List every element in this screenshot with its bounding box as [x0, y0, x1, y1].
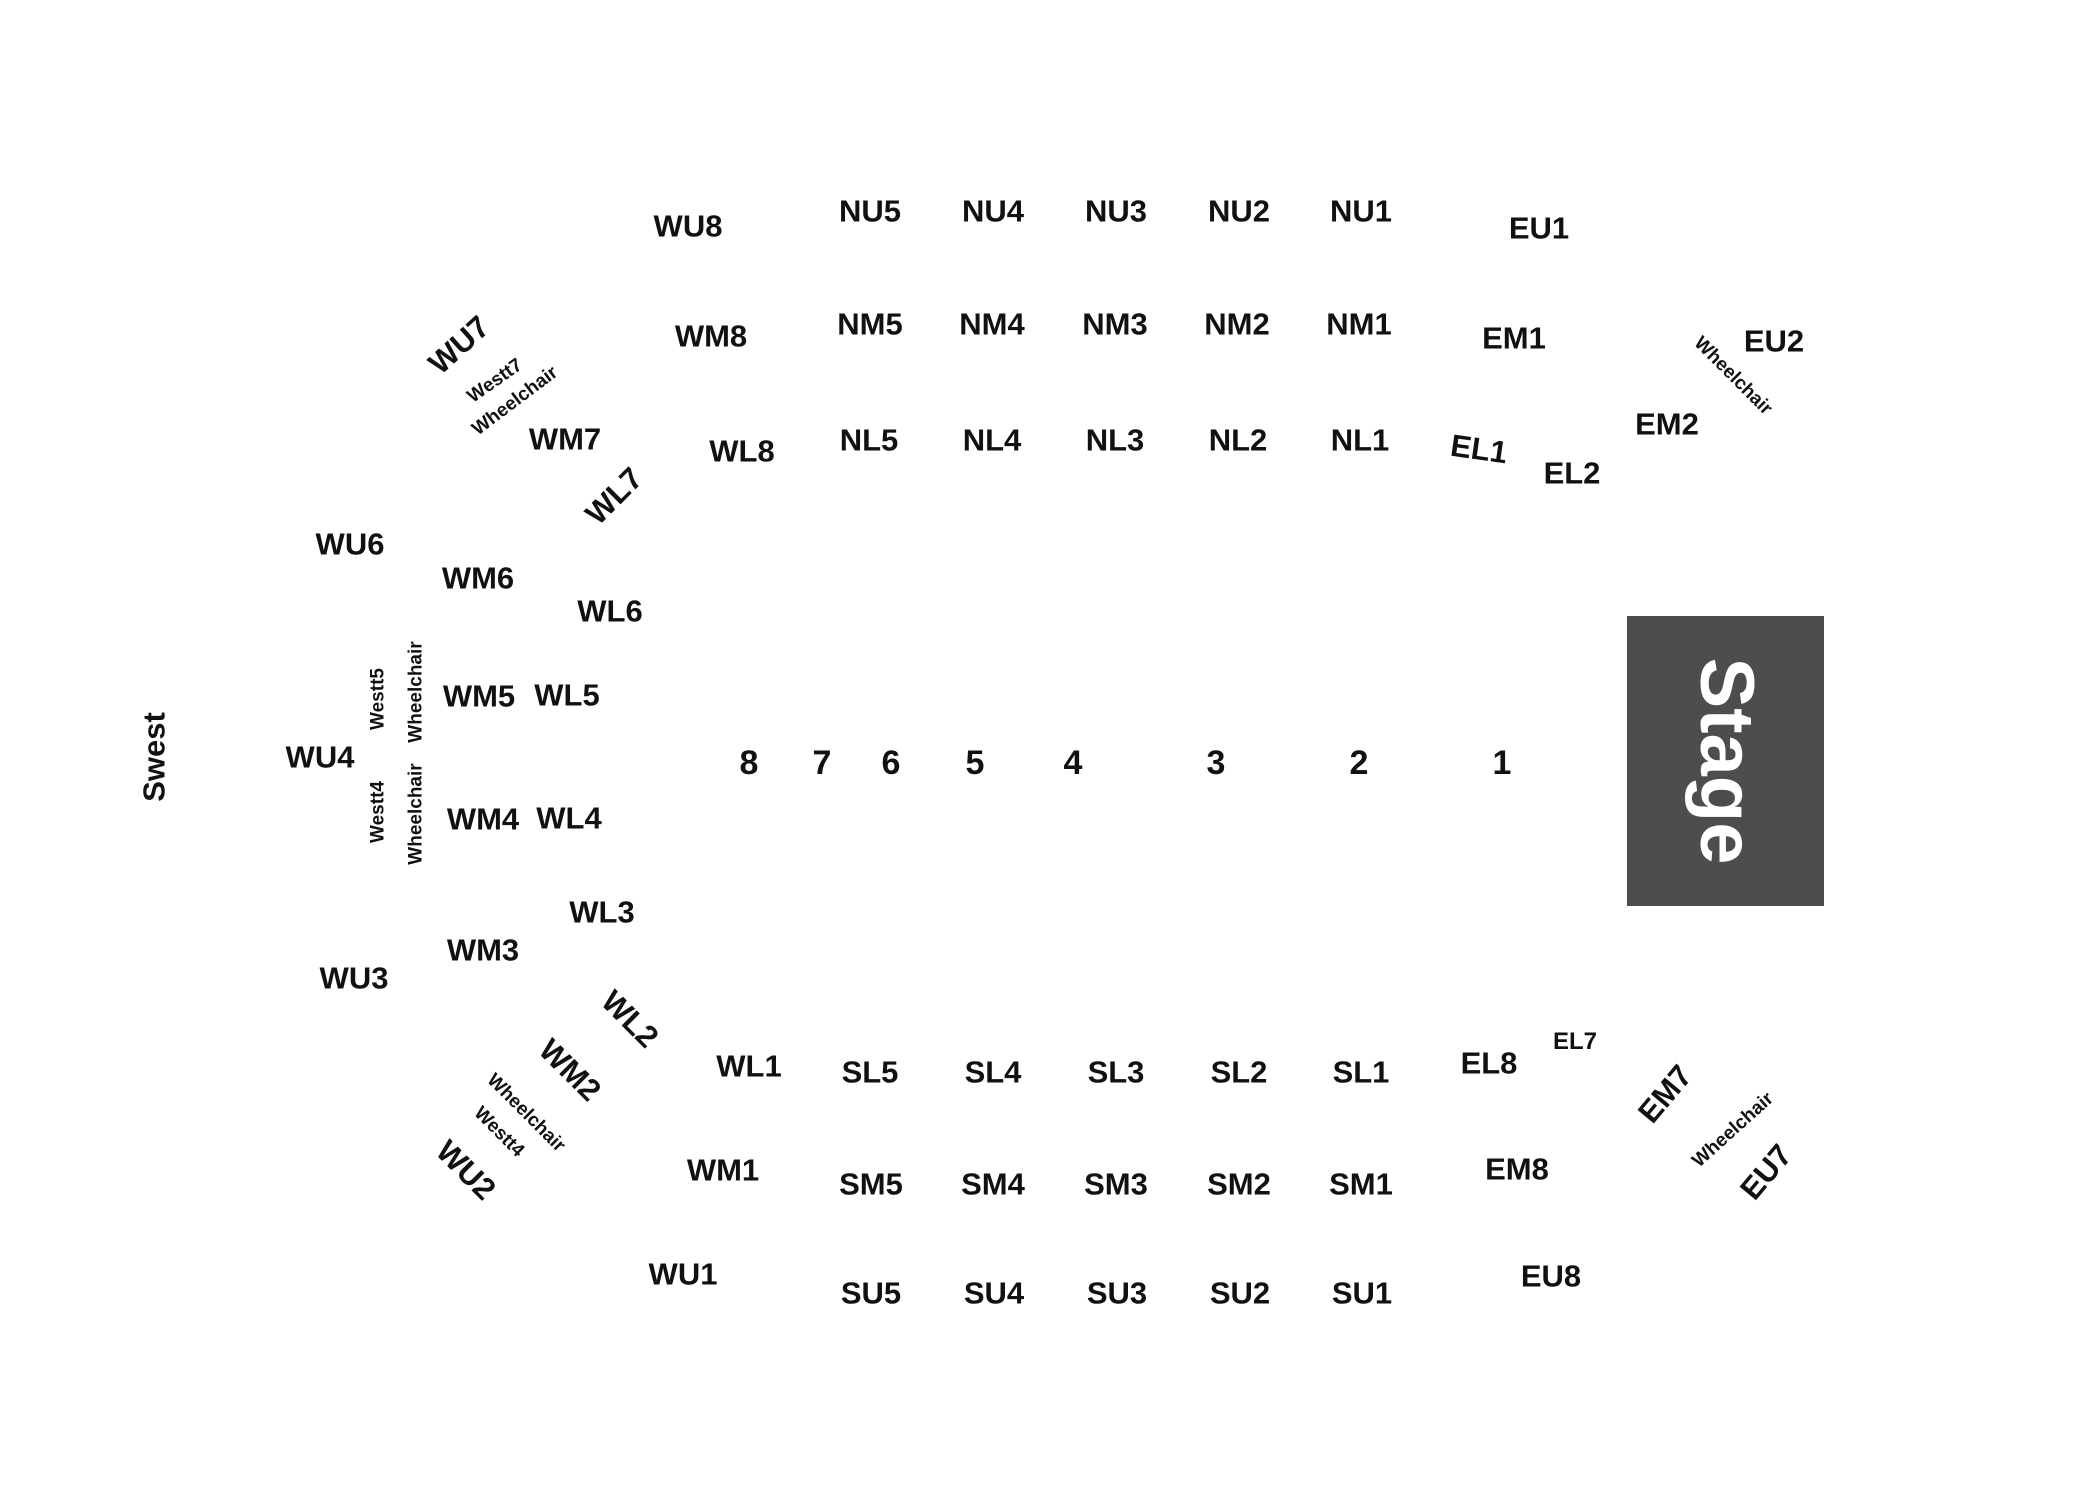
section-su2[interactable]: SU2: [1209, 1275, 1271, 1311]
section-nm4[interactable]: NM4: [959, 306, 1025, 342]
section-wu1[interactable]: WU1: [648, 1256, 718, 1292]
section-nm1[interactable]: NM1: [1326, 306, 1392, 342]
section-wu4[interactable]: WU4: [285, 739, 355, 775]
row-6: 6: [881, 744, 901, 782]
section-wu8[interactable]: WU8: [653, 208, 723, 244]
section-nl4[interactable]: NL4: [962, 422, 1022, 458]
section-su5[interactable]: SU5: [840, 1275, 902, 1311]
row-2: 2: [1349, 744, 1369, 782]
row-7: 7: [812, 744, 832, 782]
section-wm4[interactable]: WM4: [446, 801, 520, 837]
section-wm6[interactable]: WM6: [441, 560, 515, 596]
section-eu2[interactable]: EU2: [1743, 323, 1805, 359]
section-nl5[interactable]: NL5: [839, 422, 899, 458]
section-nl2[interactable]: NL2: [1208, 422, 1268, 458]
section-em8[interactable]: EM8: [1485, 1151, 1549, 1187]
stage-label: Stage: [1683, 657, 1769, 865]
section-wm8[interactable]: WM8: [674, 318, 748, 354]
wheelchair-label-west-5: Wheelchair: [405, 641, 427, 743]
section-wu7[interactable]: WU7: [421, 308, 497, 382]
section-el2[interactable]: EL2: [1543, 455, 1601, 491]
row-3: 3: [1206, 744, 1226, 782]
section-nm2[interactable]: NM2: [1204, 306, 1270, 342]
section-wl2[interactable]: WL2: [594, 983, 666, 1055]
wheelchair-label-west-4: Wheelchair: [405, 763, 427, 865]
section-em7[interactable]: EM7: [1631, 1058, 1699, 1130]
section-wm2[interactable]: WM2: [532, 1032, 608, 1108]
section-sl2[interactable]: SL2: [1210, 1054, 1268, 1090]
side-label: Swest: [136, 712, 172, 802]
section-wu2[interactable]: WU2: [429, 1133, 503, 1207]
stage[interactable]: Stage: [1627, 616, 1824, 906]
section-wl5[interactable]: WL5: [534, 677, 600, 713]
section-sl4[interactable]: SL4: [964, 1054, 1022, 1090]
section-sl3[interactable]: SL3: [1087, 1054, 1145, 1090]
section-wu6[interactable]: WU6: [315, 526, 385, 562]
section-el7[interactable]: EL7: [1552, 1028, 1598, 1055]
section-nu3[interactable]: NU3: [1084, 193, 1148, 229]
section-wl1[interactable]: WL1: [716, 1048, 782, 1084]
section-wm1[interactable]: WM1: [686, 1152, 760, 1188]
section-wl3[interactable]: WL3: [569, 894, 635, 930]
section-sl5[interactable]: SL5: [841, 1054, 899, 1090]
section-nm3[interactable]: NM3: [1082, 306, 1148, 342]
section-em2[interactable]: EM2: [1635, 406, 1699, 442]
section-el8[interactable]: EL8: [1460, 1045, 1518, 1081]
section-wm7[interactable]: WM7: [528, 421, 602, 457]
section-wm3[interactable]: WM3: [446, 932, 520, 968]
row-8: 8: [739, 744, 759, 782]
section-sl1[interactable]: SL1: [1332, 1054, 1390, 1090]
section-su4[interactable]: SU4: [963, 1275, 1025, 1311]
section-sm3[interactable]: SM3: [1084, 1166, 1148, 1202]
section-su1[interactable]: SU1: [1331, 1275, 1393, 1311]
section-sm1[interactable]: SM1: [1329, 1166, 1393, 1202]
section-sm4[interactable]: SM4: [961, 1166, 1025, 1202]
section-nl3[interactable]: NL3: [1085, 422, 1145, 458]
section-wm5[interactable]: WM5: [442, 678, 516, 714]
section-eu7[interactable]: EU7: [1733, 1137, 1799, 1207]
westt4-label: Westt4: [367, 781, 389, 843]
section-wl6[interactable]: WL6: [577, 593, 643, 629]
westt5-label: Westt5: [367, 668, 389, 730]
section-eu1[interactable]: EU1: [1508, 210, 1570, 246]
row-5: 5: [965, 744, 985, 782]
section-nu4[interactable]: NU4: [961, 193, 1025, 229]
section-eu8[interactable]: EU8: [1520, 1258, 1582, 1294]
row-1: 1: [1492, 744, 1512, 782]
section-nu2[interactable]: NU2: [1207, 193, 1271, 229]
section-wl8[interactable]: WL8: [709, 433, 775, 469]
section-wl7[interactable]: WL7: [578, 460, 650, 532]
section-wl4[interactable]: WL4: [536, 800, 602, 836]
section-nu5[interactable]: NU5: [838, 193, 902, 229]
section-wu3[interactable]: WU3: [319, 960, 389, 996]
section-el1[interactable]: EL1: [1448, 427, 1510, 471]
section-nl1[interactable]: NL1: [1330, 422, 1390, 458]
section-em1[interactable]: EM1: [1482, 320, 1546, 356]
section-sm5[interactable]: SM5: [839, 1166, 903, 1202]
section-nu1[interactable]: NU1: [1329, 193, 1393, 229]
section-nm5[interactable]: NM5: [837, 306, 903, 342]
section-sm2[interactable]: SM2: [1207, 1166, 1271, 1202]
section-su3[interactable]: SU3: [1086, 1275, 1148, 1311]
row-4: 4: [1063, 744, 1083, 782]
